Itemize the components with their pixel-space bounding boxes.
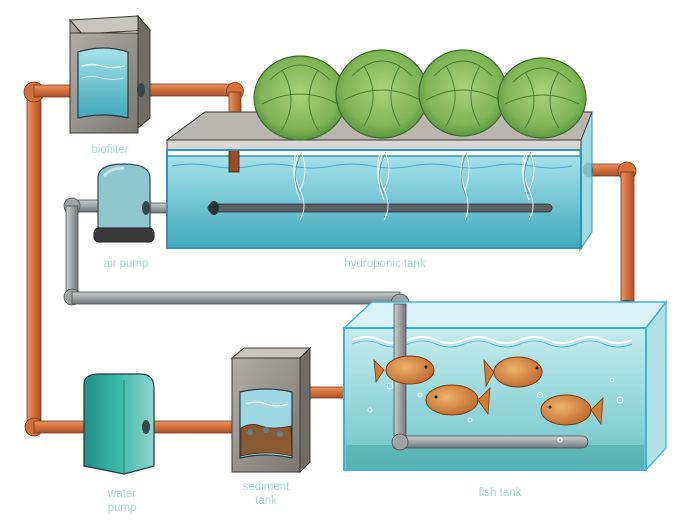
- water-pump-label-line1: water: [107, 488, 137, 500]
- fish-tank: [342, 299, 668, 472]
- sediment-tank-label-line2: tank: [255, 495, 277, 507]
- fish-tank-label: fish tank: [478, 487, 522, 499]
- lettuce-head: [253, 55, 347, 141]
- fish: [373, 355, 435, 385]
- air-pump-label: air pump: [103, 258, 149, 270]
- fish: [483, 356, 543, 388]
- air-pump: [93, 163, 155, 243]
- biofilter: [68, 14, 152, 134]
- sediment-tank: [230, 346, 312, 474]
- lettuce-head: [497, 57, 587, 139]
- water-pump-label-line2: pump: [107, 502, 137, 514]
- lettuce-head: [335, 49, 429, 139]
- lettuce-heads: [253, 49, 587, 141]
- sediment-tank-label: sediment tank: [236, 480, 296, 508]
- fish: [540, 394, 604, 426]
- sediment-tank-label-line1: sediment: [242, 481, 290, 493]
- fish: [425, 384, 491, 416]
- hydroponic-tank-label: hydroponic tank: [344, 258, 426, 270]
- biofilter-label: biofilter: [91, 144, 129, 156]
- water-pump-label: water pump: [92, 487, 152, 515]
- water-pump: [83, 373, 155, 475]
- lettuce-head: [418, 49, 508, 137]
